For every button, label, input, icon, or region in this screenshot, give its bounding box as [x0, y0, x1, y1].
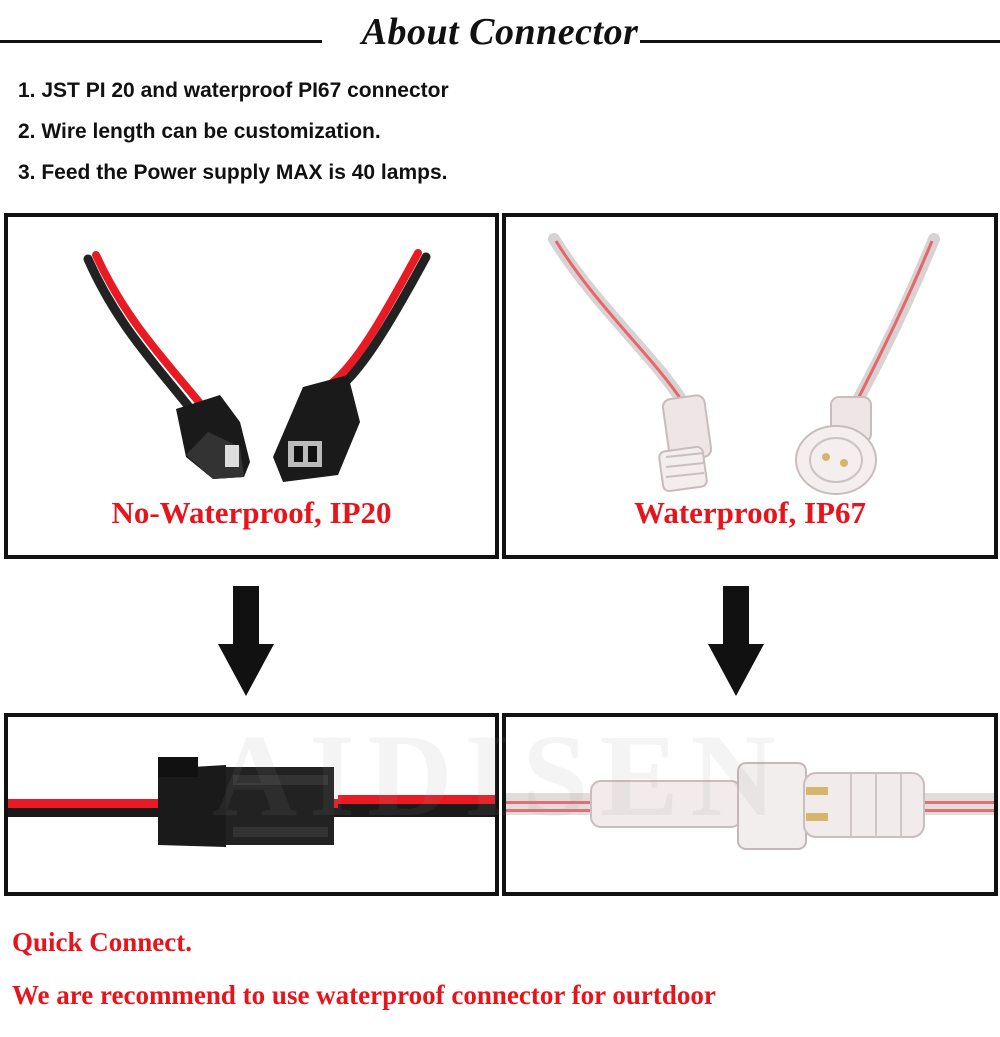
brand-watermark: AIDISEN: [212, 710, 788, 841]
down-arrow-icon: [218, 586, 274, 696]
recommendation-text: We are recommend to use waterproof conne…: [12, 980, 716, 1010]
waterproof-connector-panel: Waterproof, IP67: [502, 213, 998, 559]
feature-item: 2. Wire length can be customization.: [18, 120, 381, 143]
feature-list: 1. JST PI 20 and waterproof PI67 connect…: [18, 76, 449, 199]
jst-connector-image: [83, 249, 431, 482]
feature-item: 1. JST PI 20 and waterproof PI67 connect…: [18, 79, 449, 102]
quick-connect-text: Quick Connect.: [12, 927, 193, 957]
waterproof-mated-panel: [502, 713, 998, 896]
page-title: About Connector: [361, 11, 639, 53]
waterproof-mated-image: [506, 762, 994, 850]
jst-mated-panel: [4, 713, 499, 896]
ip20-caption: No-Waterproof, IP20: [111, 495, 392, 530]
title-rule-left: [0, 40, 322, 43]
jst-connector-panel: No-Waterproof, IP20: [4, 213, 499, 559]
title-rule-right: [640, 40, 1000, 43]
down-arrow-icon: [708, 586, 764, 696]
jst-mated-image: [8, 757, 495, 847]
ip67-caption: Waterproof, IP67: [634, 495, 866, 530]
feature-item: 3. Feed the Power supply MAX is 40 lamps…: [18, 161, 448, 184]
waterproof-connector-image: [548, 233, 940, 495]
